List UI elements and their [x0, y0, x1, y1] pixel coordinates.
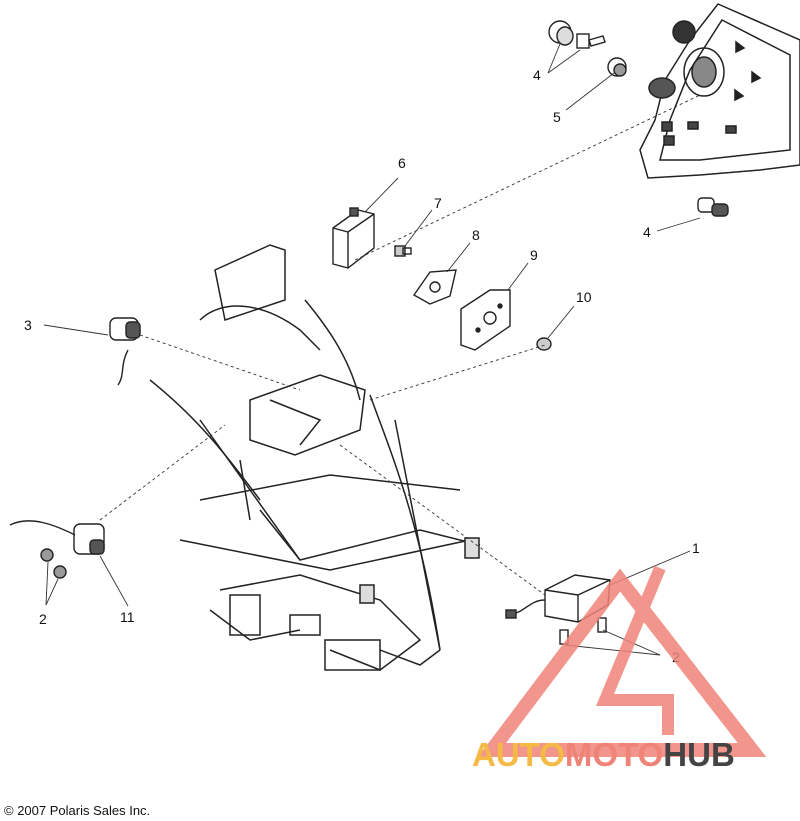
callout-5: 5 — [553, 109, 561, 125]
callout-7: 7 — [434, 195, 442, 211]
callout-1: 1 — [692, 540, 700, 556]
callout-8: 8 — [472, 227, 480, 243]
callout-labels: 1 2 2 3 4 4 5 6 7 8 9 10 11 — [24, 67, 700, 665]
callout-11: 11 — [120, 609, 135, 625]
nut-part — [536, 337, 552, 351]
bracket-part — [460, 289, 511, 351]
callout-2-left: 2 — [39, 611, 47, 627]
module-part — [332, 207, 375, 269]
frame-assembly — [149, 244, 481, 671]
switch-cap-part — [548, 20, 729, 217]
callout-6: 6 — [398, 155, 406, 171]
leader-lines — [43, 43, 701, 656]
callout-4-top: 4 — [533, 67, 541, 83]
watermark-auto: AUTO — [472, 736, 565, 773]
callout-3: 3 — [24, 317, 32, 333]
watermark-hub: HUB — [663, 736, 735, 773]
callout-10: 10 — [576, 289, 592, 305]
callout-4-bottom: 4 — [643, 224, 651, 240]
bolt-part — [394, 245, 412, 257]
harness-connector-part — [9, 520, 105, 579]
watermark-moto: MOTO — [564, 736, 664, 773]
connector-part — [109, 317, 141, 386]
callout-9: 9 — [530, 247, 538, 263]
plate-part — [412, 269, 457, 305]
watermark-text: AUTOMOTOHUB — [472, 738, 735, 771]
headlight-pod — [639, 3, 800, 179]
copyright-notice: © 2007 Polaris Sales Inc. — [4, 803, 151, 818]
watermark-logo — [477, 565, 767, 757]
